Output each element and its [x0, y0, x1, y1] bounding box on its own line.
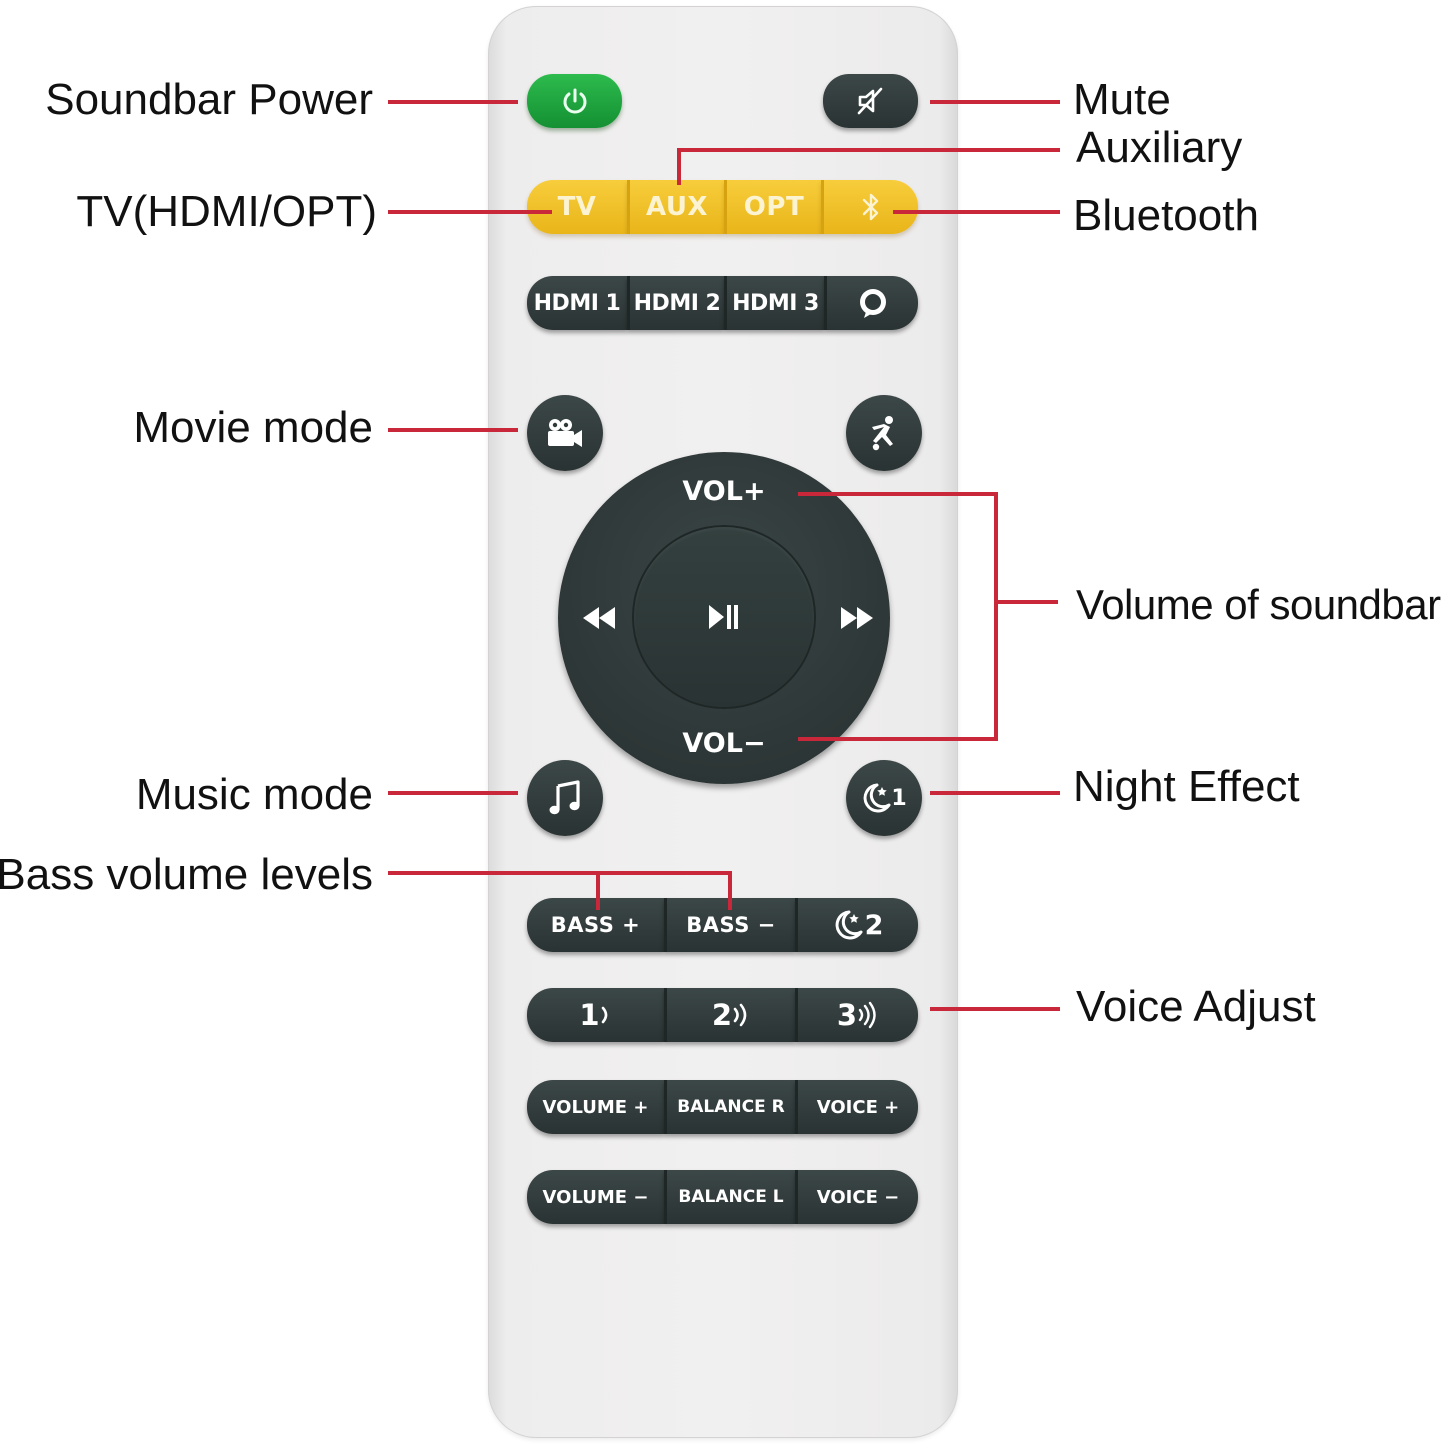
label-movie-mode: Movie mode — [133, 403, 373, 452]
rewind-button[interactable] — [574, 596, 624, 640]
volume-down-button[interactable]: VOLUME − — [527, 1170, 664, 1224]
label-night-effect: Night Effect — [1073, 762, 1300, 811]
fast-forward-button[interactable] — [832, 596, 882, 640]
night-effect-2-label: 2 — [864, 909, 884, 941]
bluetooth-button[interactable] — [821, 180, 918, 234]
play-pause-button[interactable] — [634, 527, 814, 707]
label-music-mode: Music mode — [135, 770, 373, 819]
label-voice-adjust: Voice Adjust — [1076, 982, 1316, 1031]
rewind-icon — [581, 605, 617, 631]
music-note-icon — [548, 779, 582, 817]
sound-wave-icon — [601, 1006, 607, 1024]
mute-icon — [855, 86, 887, 116]
balance-left-button[interactable]: BALANCE L — [664, 1170, 795, 1224]
opt-button[interactable]: OPT — [724, 180, 821, 234]
volume-up-button[interactable]: VOLUME + — [527, 1080, 664, 1134]
voice-level-1-button[interactable]: 1 — [527, 988, 664, 1042]
bluetooth-icon — [860, 191, 882, 223]
sports-icon — [864, 413, 904, 453]
voice-down-button[interactable]: VOICE − — [795, 1170, 918, 1224]
sound-wave-icon — [733, 1003, 747, 1027]
movie-mode-button[interactable] — [527, 395, 603, 471]
power-button[interactable] — [527, 74, 622, 128]
hdmi3-button[interactable]: HDMI 3 — [724, 276, 824, 330]
label-soundbar-power: Soundbar Power — [45, 75, 373, 124]
vol-down-label[interactable]: VOL− — [682, 727, 766, 759]
label-mute: Mute — [1073, 75, 1171, 124]
vol-up-label[interactable]: VOL+ — [682, 475, 766, 507]
label-bass-volume-levels: Bass volume levels — [0, 850, 373, 899]
label-bluetooth: Bluetooth — [1073, 191, 1259, 240]
play-pause-icon — [707, 603, 741, 631]
movie-camera-icon — [544, 416, 586, 450]
voice-level-2-button[interactable]: 2 — [664, 988, 795, 1042]
bass-up-button[interactable]: BASS + — [527, 898, 664, 952]
mute-button[interactable] — [823, 74, 918, 128]
voice-level-2-label: 2 — [711, 998, 733, 1032]
tv-button[interactable]: TV — [527, 180, 627, 234]
hdmi1-button[interactable]: HDMI 1 — [527, 276, 627, 330]
moon-star-icon — [861, 781, 893, 815]
label-auxiliary: Auxiliary — [1076, 123, 1243, 172]
label-volume-of-soundbar: Volume of soundbar — [1076, 581, 1441, 628]
aux-button[interactable]: AUX — [627, 180, 724, 234]
alexa-icon — [855, 285, 891, 321]
alexa-button[interactable] — [824, 276, 918, 330]
music-mode-button[interactable] — [527, 760, 603, 836]
bass-down-button[interactable]: BASS − — [664, 898, 795, 952]
voice-up-button[interactable]: VOICE + — [795, 1080, 918, 1134]
hdmi2-button[interactable]: HDMI 2 — [627, 276, 724, 330]
fast-forward-icon — [839, 605, 875, 631]
moon-star-icon — [833, 908, 865, 942]
night-effect-button[interactable]: 1 — [846, 760, 922, 836]
voice-level-1-label: 1 — [579, 998, 600, 1032]
label-tv-hdmi-opt: TV(HDMI/OPT) — [76, 187, 377, 236]
sports-mode-button[interactable] — [846, 395, 922, 471]
night-effect-1-label: 1 — [891, 785, 907, 811]
balance-right-button[interactable]: BALANCE R — [664, 1080, 795, 1134]
night-effect-2-button[interactable]: 2 — [795, 898, 918, 952]
voice-level-3-button[interactable]: 3 — [795, 988, 918, 1042]
power-icon — [560, 86, 590, 116]
voice-level-3-label: 3 — [836, 998, 858, 1032]
sound-wave-icon — [858, 1001, 876, 1029]
